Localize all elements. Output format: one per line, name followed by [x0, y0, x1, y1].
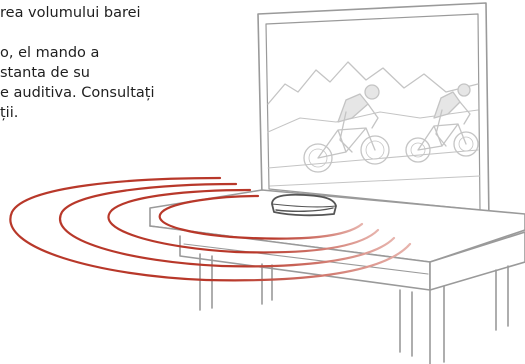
illustration-stroke [271, 203, 337, 208]
illustration-stroke [267, 61, 479, 105]
illustration-stroke [495, 265, 509, 331]
illustration-stroke [367, 103, 379, 129]
illustration-stroke [199, 253, 213, 311]
illustration-stroke [365, 140, 385, 160]
illustration-stroke [360, 135, 390, 165]
instruction-line: e auditiva. Consultați [0, 85, 155, 101]
illustration-stroke [453, 131, 479, 157]
sound-wave-ring [158, 194, 364, 240]
illustration-stroke [399, 289, 413, 357]
instruction-line: stanta de su [0, 65, 90, 81]
illustration-stroke [183, 243, 429, 275]
illustration-stroke [405, 137, 431, 163]
sound-wave-ring [107, 188, 380, 254]
illustration-stroke [433, 91, 461, 119]
instruction-line: rea volumului barei [0, 5, 141, 21]
illustration-stroke [308, 148, 328, 168]
illustration-stroke [303, 143, 333, 173]
instruction-line: ții. [0, 105, 19, 121]
illustration-stroke [261, 263, 273, 305]
illustration-stroke [410, 142, 426, 158]
soundbar [271, 193, 337, 217]
illustration-stroke [457, 83, 471, 97]
illustration-stroke [267, 109, 479, 133]
illustration-stroke [458, 136, 474, 152]
illustration-stroke [429, 285, 445, 364]
sound-wave-ring [59, 182, 396, 268]
sound-wave-ring [9, 176, 412, 282]
sound-waves [9, 176, 412, 282]
tv-screen-art [267, 61, 481, 187]
illustration-stroke [339, 111, 353, 153]
illustration-stroke [435, 109, 447, 147]
illustration-stroke [459, 101, 471, 125]
illustration-stroke [429, 231, 525, 291]
instruction-line: o, el mando a [0, 45, 100, 61]
tv-cabinet [149, 189, 525, 364]
illustration-stroke [275, 207, 334, 213]
instruction-text: rea volumului barei o, el mando a stanta… [0, 3, 260, 123]
illustration-stroke [269, 175, 481, 187]
illustration-stroke [364, 84, 380, 100]
